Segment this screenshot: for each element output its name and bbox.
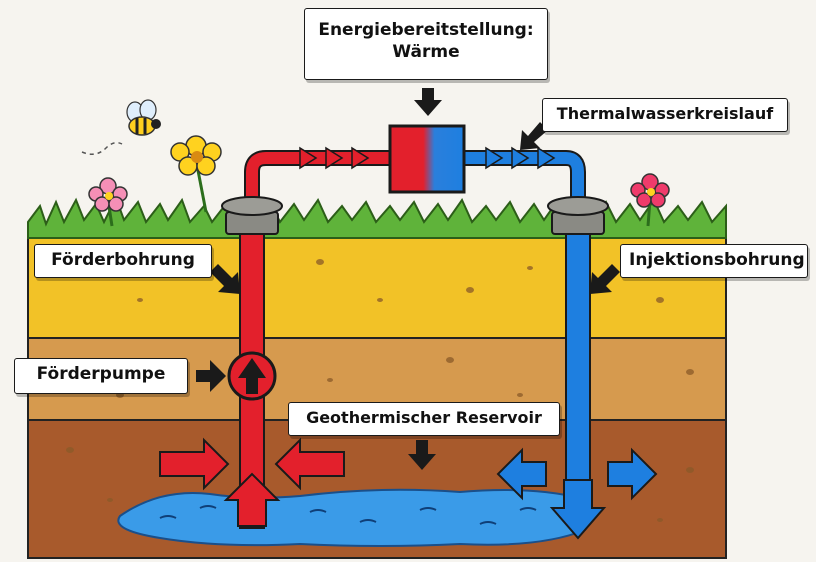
bee-icon bbox=[81, 99, 161, 155]
energy-title-line2: Wärme bbox=[392, 42, 460, 62]
energy-title-line1: Energiebereitstellung: bbox=[318, 20, 534, 40]
production-well-label: Förderbohrung bbox=[34, 244, 212, 278]
arrow-icon bbox=[414, 88, 442, 116]
reservoir-label: Geothermischer Reservoir bbox=[288, 402, 560, 436]
arrow-icon bbox=[408, 440, 436, 470]
pointer-arrows bbox=[196, 88, 620, 470]
production-well-text: Förderbohrung bbox=[51, 250, 195, 270]
injection-well-pipe bbox=[565, 227, 591, 509]
injection-wellhead bbox=[547, 196, 609, 235]
arrow-icon bbox=[210, 264, 240, 294]
geothermal-reservoir-water bbox=[117, 488, 593, 547]
flower-icon bbox=[170, 135, 222, 213]
reservoir-ripples bbox=[159, 505, 537, 525]
production-pump-label: Förderpumpe bbox=[14, 358, 188, 394]
injection-well-text: Injektionsbohrung bbox=[629, 250, 805, 270]
arrow-icon bbox=[590, 264, 620, 294]
hot-inflow-arrows bbox=[159, 437, 345, 527]
flower-icon bbox=[630, 173, 670, 227]
arrow-icon bbox=[196, 360, 226, 392]
production-wellhead bbox=[221, 196, 283, 235]
flower-icon bbox=[88, 177, 128, 227]
cold-outflow-arrows bbox=[496, 447, 658, 540]
hot-flow-arrows bbox=[299, 146, 370, 170]
cold-flow-arrows bbox=[485, 146, 556, 170]
arrow-icon bbox=[520, 122, 548, 150]
pump-icon bbox=[227, 351, 277, 401]
thermal-loop-text: Thermalwasserkreislauf bbox=[556, 104, 774, 123]
production-pump-text: Förderpumpe bbox=[36, 364, 166, 384]
reservoir-text: Geothermischer Reservoir bbox=[306, 408, 542, 427]
injection-well-label: Injektionsbohrung bbox=[620, 244, 808, 278]
grass bbox=[27, 195, 727, 239]
energy-provision-label: Energiebereitstellung: Wärme bbox=[304, 8, 548, 80]
heat-exchanger-icon bbox=[388, 124, 466, 194]
thermal-loop-label: Thermalwasserkreislauf bbox=[542, 98, 788, 132]
